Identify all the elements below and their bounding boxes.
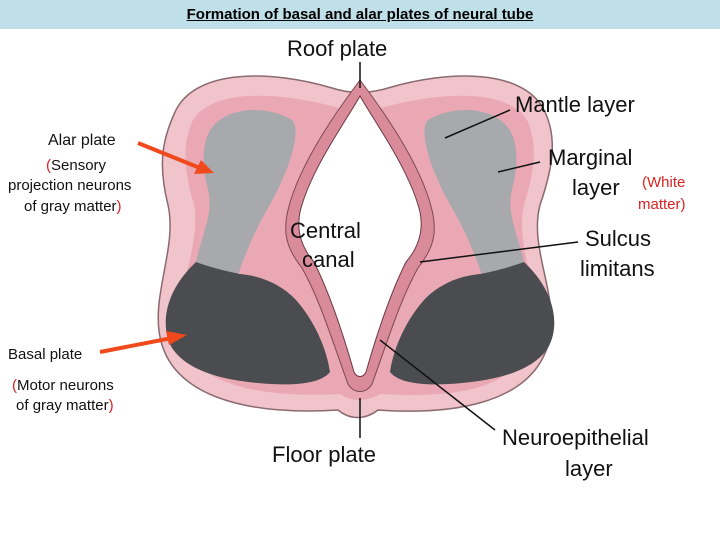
- alar-plate-label: Alar plate: [48, 132, 116, 149]
- central-canal-label-line1: Central: [290, 218, 361, 243]
- sulcus-limitans-label-line1: Sulcus: [585, 226, 652, 251]
- alar-desc-close-paren: ): [116, 198, 122, 215]
- basal-plate-arrow: [99, 331, 187, 354]
- alar-plate-left: [196, 109, 296, 275]
- basal-plate-desc-line1: (Motor neurons: [12, 377, 114, 394]
- neuroepithelial-leader: [379, 339, 496, 431]
- neuroepithelial-label-line1: Neuroepithelial: [502, 425, 649, 450]
- roof-plate-label: Roof plate: [287, 36, 388, 61]
- title-bar: [0, 0, 720, 29]
- floor-plate-label: Floor plate: [272, 442, 376, 467]
- neuroepithelial-label-line2: layer: [565, 456, 613, 481]
- basal-plate-right: [390, 262, 555, 385]
- alar-desc-text-1: Sensory: [51, 157, 107, 174]
- mantle-layer-label: Mantle layer: [515, 92, 635, 117]
- alar-plate-right: [424, 109, 524, 275]
- central-canal: [298, 94, 422, 377]
- basal-plate-desc-line2: of gray matter): [16, 397, 114, 414]
- alar-desc-text-3: of gray matter: [24, 198, 117, 215]
- marginal-layer-label-line2: layer: [572, 175, 620, 200]
- central-canal-label-line2: canal: [302, 247, 355, 272]
- sulcus-limitans-label-line2: limitans: [580, 256, 655, 281]
- alar-plate-desc-line1: (Sensory: [46, 157, 106, 174]
- sulcus-limitans-leader: [419, 241, 579, 263]
- white-matter-label-line1: (White: [642, 174, 686, 191]
- alar-plate-desc-line2: projection neurons: [8, 177, 132, 194]
- page-title: Formation of basal and alar plates of ne…: [186, 6, 534, 23]
- white-matter-label-line2: matter): [638, 196, 686, 213]
- marginal-layer-label-line1: Marginal: [548, 145, 633, 170]
- alar-desc-open-paren: (: [46, 157, 51, 174]
- marginal-layer-leader: [497, 161, 541, 173]
- alar-plate-desc-line3: of gray matter): [24, 198, 122, 215]
- neural-tube-diagram: [99, 62, 579, 438]
- basal-plate-label: Basal plate: [8, 346, 83, 363]
- alar-plate-arrow: [137, 141, 214, 174]
- mantle-layer-leader: [444, 109, 511, 139]
- basal-plate-left: [165, 262, 330, 385]
